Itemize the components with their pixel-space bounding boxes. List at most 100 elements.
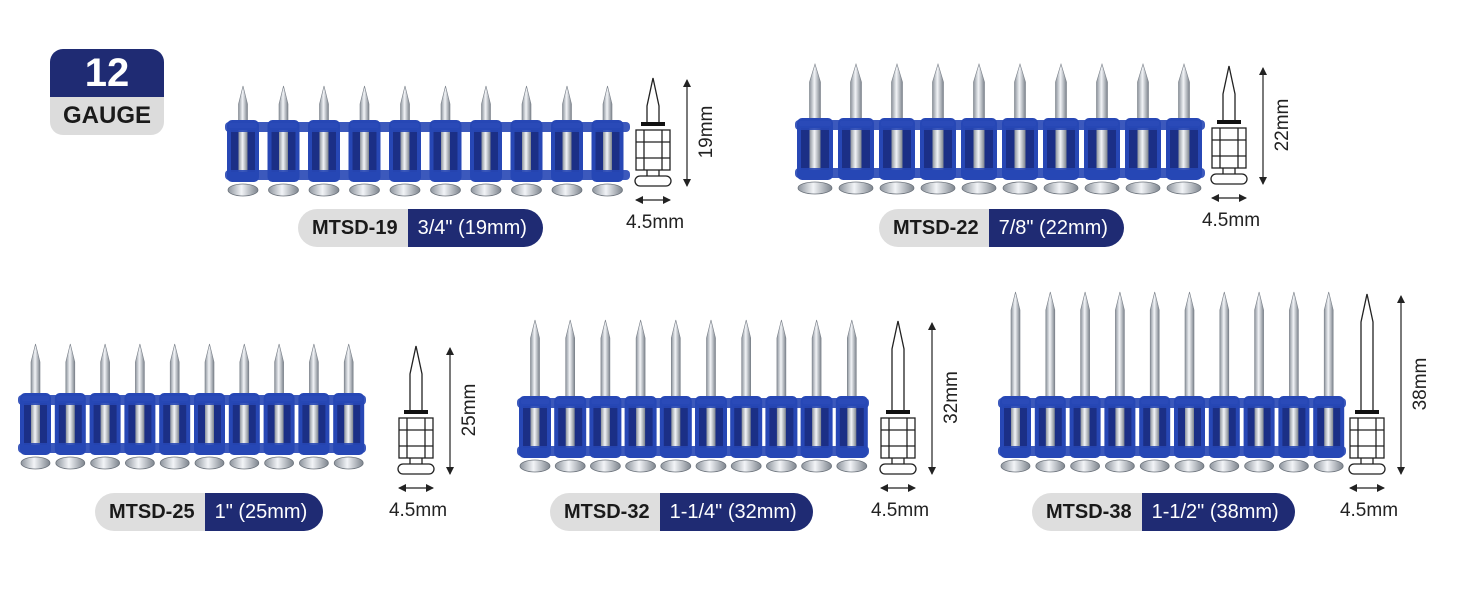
washer <box>1348 463 1386 475</box>
collar-shank <box>706 406 716 448</box>
pin-stem <box>1184 291 1195 401</box>
strip-band-top <box>18 395 366 405</box>
pin-strip <box>998 291 1346 473</box>
pin-washer <box>125 456 155 470</box>
length-arrow <box>446 347 454 475</box>
pin <box>765 319 798 473</box>
pin <box>1125 62 1161 195</box>
collar-shank <box>1055 128 1067 170</box>
pin-stem <box>809 62 821 123</box>
pin-stem <box>891 62 903 123</box>
pin-washer <box>308 183 340 197</box>
collar-shank <box>1254 406 1264 448</box>
pin-washer <box>1166 181 1202 195</box>
pin-stem <box>278 85 289 125</box>
pin-stem <box>1289 291 1299 401</box>
length-arrow <box>1397 295 1405 475</box>
pin-stem <box>1219 291 1230 401</box>
pin-stem <box>30 343 41 398</box>
pin <box>879 62 915 195</box>
pin-stem <box>671 319 681 401</box>
collar-shank <box>809 128 821 170</box>
pin <box>730 319 763 473</box>
size-label: 1-1/2" (38mm) <box>1141 493 1295 531</box>
collar-shank <box>279 130 288 172</box>
gauge-number: 12 <box>50 49 164 97</box>
pin-outline <box>397 345 435 475</box>
pin-washer <box>554 459 586 473</box>
pin-stem <box>530 319 540 401</box>
pin <box>589 319 622 473</box>
collar-shank <box>1096 128 1108 170</box>
pin <box>519 319 551 473</box>
length-label: 19mm <box>696 106 717 159</box>
pin <box>659 319 692 473</box>
diameter-arrow <box>398 484 434 492</box>
pin <box>1043 62 1079 195</box>
collar-shank <box>100 403 110 445</box>
pin-stem <box>635 319 646 401</box>
collar-shank <box>932 128 944 170</box>
pin-washer <box>227 183 259 197</box>
pin-washer <box>1125 181 1161 195</box>
pin <box>159 343 191 470</box>
pin-stem <box>239 343 250 398</box>
pin-stem <box>602 85 613 125</box>
strip-band-top <box>225 122 630 132</box>
collar-shank <box>441 130 450 172</box>
nail-shape <box>891 320 905 412</box>
collar-shank <box>400 130 410 172</box>
pin-washer <box>1313 459 1344 473</box>
pin-stem <box>238 85 248 125</box>
pin-stem <box>309 343 319 398</box>
collar-shank <box>812 406 822 448</box>
collar-shank <box>238 130 248 172</box>
strip-band-bottom <box>998 446 1346 456</box>
pin-stem <box>1080 291 1090 401</box>
collar-shank <box>205 403 214 445</box>
pin-stem <box>1137 62 1149 123</box>
pin <box>554 319 587 473</box>
length-arrow <box>1259 67 1267 185</box>
pin-washer <box>511 183 542 197</box>
pin <box>227 85 259 197</box>
strip-band-top <box>998 398 1346 408</box>
pin-washer <box>1000 459 1031 473</box>
pin-strip <box>225 85 630 197</box>
pin-stem <box>811 319 822 401</box>
pin <box>1000 291 1031 473</box>
pin-washer <box>730 459 762 473</box>
pin <box>1104 291 1136 473</box>
nail-shape <box>409 345 423 412</box>
collar-shank <box>170 403 180 445</box>
pin-washer <box>765 459 797 473</box>
pin-stem <box>65 343 76 398</box>
length-label: 38mm <box>1410 358 1431 411</box>
pin-washer <box>194 456 225 470</box>
collar-shank <box>319 130 329 172</box>
pin-washer <box>229 456 260 470</box>
collar-shank <box>636 406 646 448</box>
pin-washer <box>159 456 190 470</box>
pin <box>835 319 868 473</box>
pin-stem <box>1096 62 1108 123</box>
pin-washer <box>55 456 86 470</box>
collar-shank <box>1080 406 1090 448</box>
length-label: 25mm <box>459 384 480 437</box>
length-arrow <box>928 322 936 475</box>
pin-stem <box>1014 62 1026 123</box>
collar-shank <box>309 403 319 445</box>
collar-shank <box>481 130 491 172</box>
pin-washer <box>1244 459 1275 473</box>
pin <box>20 343 51 470</box>
pin-washer <box>797 181 833 195</box>
gauge-badge: 12 GAUGE <box>50 49 164 135</box>
collar-shank <box>522 130 531 172</box>
pin-stem <box>204 343 215 398</box>
hex-collar <box>398 417 434 459</box>
pin <box>797 62 833 195</box>
